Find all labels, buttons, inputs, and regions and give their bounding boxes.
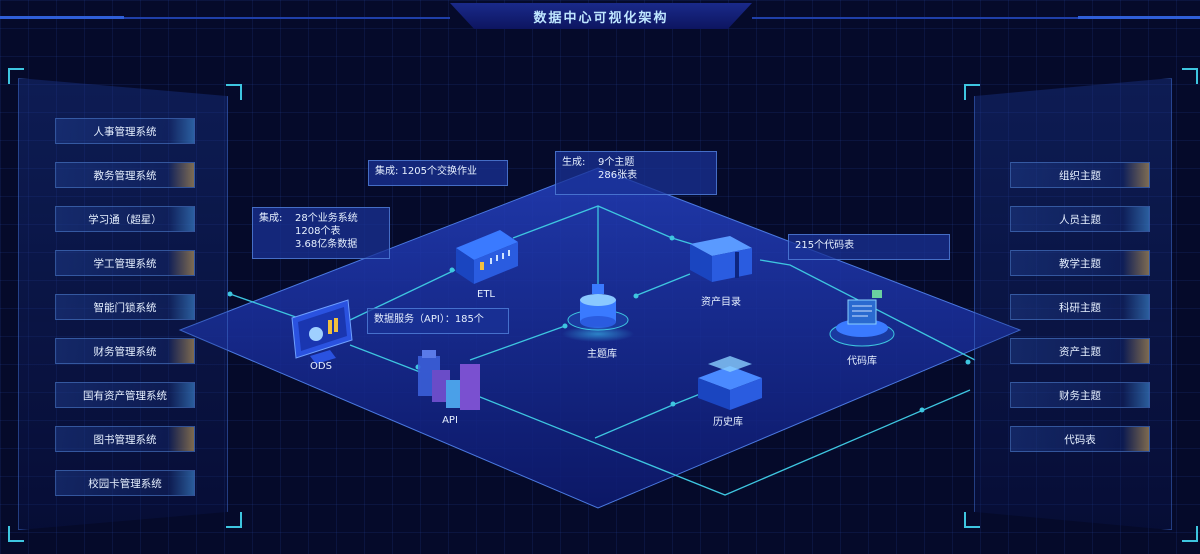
asset-catalog-icon xyxy=(690,236,752,282)
api-icon xyxy=(418,350,480,410)
theme-info-box: 生成: 9个主题 286张表 xyxy=(555,151,717,195)
panel-corner xyxy=(8,526,24,542)
panel-corner xyxy=(1182,68,1198,84)
theme-db-icon xyxy=(562,284,634,342)
theme-info-line: 9个主题 xyxy=(598,157,635,168)
ods-info-line: 28个业务系统 xyxy=(295,213,358,224)
etl-info-text: 集成: 1205个交换作业 xyxy=(375,166,477,177)
connector-dots xyxy=(227,235,971,413)
theme-info-line: 286张表 xyxy=(598,170,638,181)
theme-info-key: 生成: xyxy=(562,157,586,168)
panel-corner xyxy=(1182,526,1198,542)
source-system-item[interactable]: 教务管理系统 xyxy=(55,162,195,188)
ods-icon xyxy=(291,299,353,364)
topic-item[interactable]: 资产主题 xyxy=(1010,338,1150,364)
ods-info-line: 1208个表 xyxy=(295,226,341,237)
panel-corner xyxy=(964,512,980,528)
theme-db-label: 主题库 xyxy=(587,349,617,360)
api-label: API xyxy=(442,415,458,426)
topic-item[interactable]: 组织主题 xyxy=(1010,162,1150,188)
header-line-left-strong xyxy=(0,16,124,19)
source-system-item[interactable]: 国有资产管理系统 xyxy=(55,382,195,408)
panel-corner xyxy=(226,512,242,528)
topic-item[interactable]: 财务主题 xyxy=(1010,382,1150,408)
history-db-label: 历史库 xyxy=(713,417,743,428)
topic-item[interactable]: 教学主题 xyxy=(1010,250,1150,276)
panel-corner xyxy=(226,84,242,100)
header-line-right xyxy=(752,17,1078,19)
source-system-item[interactable]: 图书管理系统 xyxy=(55,426,195,452)
source-system-item[interactable]: 智能门锁系统 xyxy=(55,294,195,320)
topic-item[interactable]: 代码表 xyxy=(1010,426,1150,452)
ods-info-key: 集成: xyxy=(259,213,283,224)
ods-info-line: 3.68亿条数据 xyxy=(295,239,358,250)
topic-item[interactable]: 科研主题 xyxy=(1010,294,1150,320)
code-info-text: 215个代码表 xyxy=(795,240,855,251)
page-title: 数据中心可视化架构 xyxy=(450,3,752,29)
header-line-left xyxy=(124,17,450,19)
ods-info-box: 集成: 28个业务系统 1208个表 3.68亿条数据 xyxy=(252,207,390,259)
code-info-box: 215个代码表 xyxy=(788,234,950,260)
history-db-icon xyxy=(698,356,762,410)
source-system-item[interactable]: 学习通（超星） xyxy=(55,206,195,232)
ods-label: ODS xyxy=(310,361,332,372)
panel-corner xyxy=(8,68,24,84)
etl-info-box: 集成: 1205个交换作业 xyxy=(368,160,508,186)
code-db-label: 代码库 xyxy=(847,356,877,367)
api-info-box: 数据服务（API）：185个 xyxy=(367,308,509,334)
topic-item[interactable]: 人员主题 xyxy=(1010,206,1150,232)
source-system-item[interactable]: 学工管理系统 xyxy=(55,250,195,276)
connector-lines xyxy=(229,205,976,496)
etl-label: ETL xyxy=(477,289,495,300)
source-system-item[interactable]: 校园卡管理系统 xyxy=(55,470,195,496)
header-line-right-strong xyxy=(1078,16,1200,19)
code-db-icon xyxy=(829,290,895,347)
asset-catalog-label: 资产目录 xyxy=(701,297,741,308)
panel-corner xyxy=(964,84,980,100)
source-system-item[interactable]: 财务管理系统 xyxy=(55,338,195,364)
source-system-item[interactable]: 人事管理系统 xyxy=(55,118,195,144)
etl-icon xyxy=(456,230,518,284)
api-info-text: 数据服务（API）：185个 xyxy=(374,314,484,325)
